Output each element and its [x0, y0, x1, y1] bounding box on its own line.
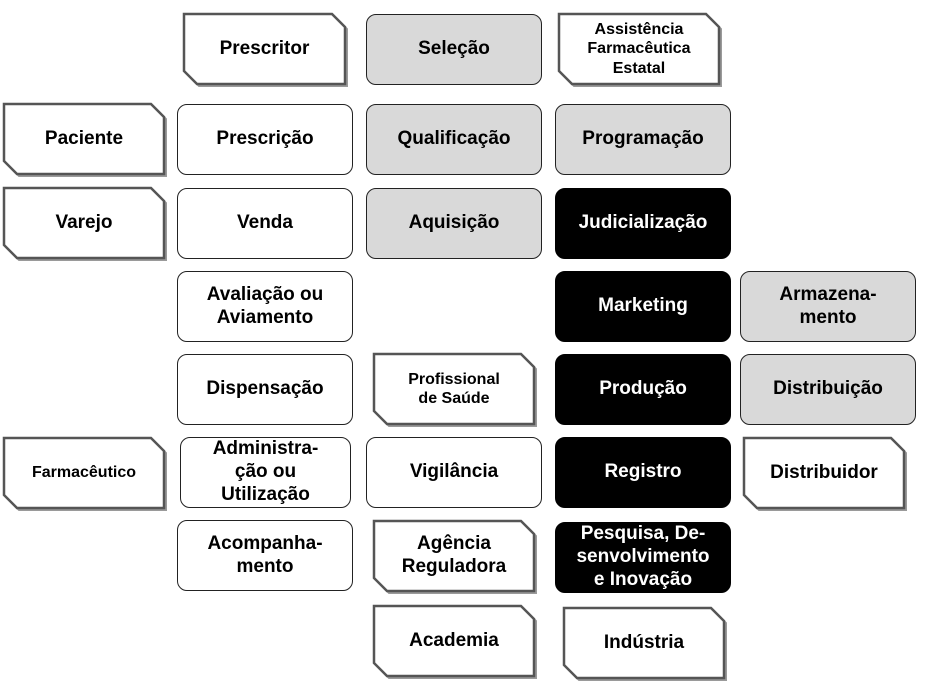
- actor-shape-outline: [2, 102, 166, 176]
- actor-industria: Indústria: [562, 606, 727, 681]
- actor-farmaceutico: Farmacêutico: [2, 436, 167, 511]
- process-label: Administra- ção ou Utilização: [213, 438, 319, 506]
- process-qualificacao: Qualificação: [366, 104, 542, 175]
- line: Armazena-: [779, 283, 877, 305]
- process-label: Pesquisa, De- senvolvimento e Inovação: [576, 523, 709, 591]
- actor-shape: [2, 436, 167, 511]
- process-venda: Venda: [177, 188, 353, 259]
- process-marketing: Marketing: [555, 271, 731, 342]
- line: Profissional: [408, 370, 500, 388]
- actor-paciente: Paciente: [2, 102, 167, 177]
- process-distribuicao: Distribuição: [740, 354, 916, 425]
- line: mento: [236, 555, 294, 577]
- process-programacao: Programação: [555, 104, 731, 175]
- actor-shape-outline: [557, 12, 721, 86]
- actor-label: Agência Reguladora: [396, 533, 513, 579]
- actor-profissional-de-saude: Profissional de Saúde: [372, 352, 537, 427]
- line: Acompanha-: [207, 532, 323, 554]
- line: Assistência: [594, 21, 684, 39]
- actor-label: Academia: [409, 629, 499, 651]
- process-judicializacao: Judicialização: [555, 188, 731, 259]
- process-label: Avaliação ou Aviamento: [207, 284, 324, 330]
- actor-shape-outline: [2, 186, 166, 260]
- line: Agência: [417, 533, 491, 555]
- process-selecao: Seleção: [366, 14, 542, 85]
- line: Avaliação ou: [206, 283, 324, 305]
- actor-label: Distribuidor: [770, 461, 878, 483]
- actor-shape: [182, 12, 348, 87]
- process-producao: Produção: [555, 354, 731, 425]
- actor-shape: [562, 606, 727, 681]
- actor-shape: [2, 186, 167, 261]
- actor-shape: [372, 352, 537, 427]
- actor-shape-outline: [562, 606, 726, 680]
- actor-label: Profissional de Saúde: [402, 370, 506, 408]
- line: Utilização: [221, 483, 310, 505]
- line: Estatal: [612, 59, 666, 77]
- actor-label: Prescritor: [219, 37, 310, 59]
- actor-shape: [557, 12, 722, 87]
- process-pesquisa-desenvolvimento-inovacao: Pesquisa, De- senvolvimento e Inovação: [555, 522, 731, 593]
- actor-shape: [372, 604, 537, 679]
- process-acompanhamento: Acompanha- mento: [177, 520, 353, 591]
- actor-shape-outline: [372, 604, 536, 678]
- line: Pesquisa, De-: [580, 523, 706, 545]
- actor-shape: [742, 436, 907, 511]
- line: Administra-: [212, 438, 319, 460]
- actor-shape-outline: [182, 12, 347, 86]
- process-label: Acompanha- mento: [207, 533, 322, 579]
- process-registro: Registro: [555, 437, 731, 508]
- actor-shape-outline: [2, 436, 166, 510]
- actor-label: Assistência Farmacêutica Estatal: [581, 20, 696, 78]
- process-dispensacao: Dispensação: [177, 354, 353, 425]
- process-avaliacao-ou-aviamento: Avaliação ou Aviamento: [177, 271, 353, 342]
- process-armazenamento: Armazena- mento: [740, 271, 916, 342]
- process-prescricao: Prescrição: [177, 104, 353, 175]
- line: Farmacêutica: [587, 40, 691, 58]
- actor-shape: [372, 519, 537, 594]
- actor-shape-outline: [372, 352, 536, 426]
- line: senvolvimento: [576, 546, 710, 568]
- actor-academia: Academia: [372, 604, 537, 679]
- actor-shape: [2, 102, 167, 177]
- actor-label: Indústria: [603, 631, 685, 653]
- actor-shape-outline: [742, 436, 906, 510]
- actor-assistencia-farmaceutica-estatal: Assistência Farmacêutica Estatal: [557, 12, 722, 87]
- line: de Saúde: [418, 390, 490, 407]
- actor-label: Paciente: [44, 127, 124, 149]
- line: ção ou: [234, 461, 297, 483]
- actor-prescritor: Prescritor: [182, 12, 348, 87]
- line: mento: [799, 306, 857, 328]
- actor-varejo: Varejo: [2, 186, 167, 261]
- line: Aviamento: [216, 306, 314, 328]
- actor-label: Varejo: [55, 211, 113, 233]
- process-aquisicao: Aquisição: [366, 188, 542, 259]
- process-label: Armazena- mento: [779, 284, 876, 330]
- actor-shape-outline: [372, 519, 536, 593]
- actor-agencia-reguladora: Agência Reguladora: [372, 519, 537, 594]
- process-administracao-ou-utilizacao: Administra- ção ou Utilização: [180, 437, 351, 508]
- line: e Inovação: [593, 568, 693, 590]
- line: Reguladora: [401, 556, 507, 577]
- actor-distribuidor: Distribuidor: [742, 436, 907, 511]
- process-vigilancia: Vigilância: [366, 437, 542, 508]
- actor-label: Farmacêutico: [31, 464, 137, 482]
